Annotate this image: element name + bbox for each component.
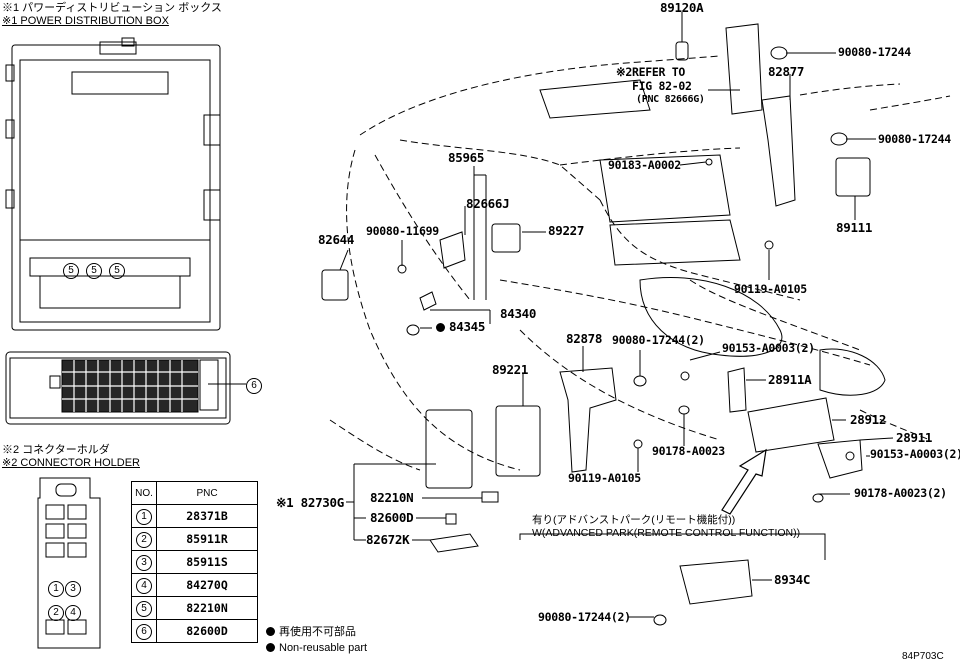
holder-num-3: 3 bbox=[65, 578, 81, 597]
dashboard-outline bbox=[329, 55, 951, 471]
table-header-row: NO. PNC bbox=[131, 481, 258, 505]
row-no: 2 bbox=[136, 531, 152, 548]
callout-5a: 5 bbox=[63, 260, 79, 279]
part-90080-17244-a[interactable]: 90080-17244 bbox=[838, 45, 911, 59]
part-90119-A0105-b[interactable]: 90119-A0105 bbox=[568, 471, 641, 485]
leader-lines bbox=[339, 12, 894, 618]
part-84345[interactable]: 84345 bbox=[436, 320, 485, 334]
part-28911[interactable]: 28911 bbox=[896, 430, 933, 445]
part-82672K[interactable]: 82672K bbox=[366, 532, 410, 547]
row-pnc: 82210N bbox=[156, 596, 258, 620]
row-pnc: 84270Q bbox=[156, 573, 258, 597]
holder-title-jp: ※2 コネクターホルダ bbox=[2, 444, 110, 456]
row-no: 6 bbox=[136, 623, 152, 640]
header-pnc: PNC bbox=[156, 481, 258, 505]
part-82666J[interactable]: 82666J bbox=[466, 196, 510, 211]
row-pnc: 85911R bbox=[156, 527, 258, 551]
part-82644[interactable]: 82644 bbox=[318, 232, 355, 247]
callout-6: 6 bbox=[246, 375, 262, 394]
part-90080-17244-2b[interactable]: 90080-17244(2) bbox=[538, 610, 631, 624]
connector-holder-drawing bbox=[37, 477, 101, 649]
part-89120A[interactable]: 89120A bbox=[660, 0, 704, 15]
part-90153-A0003-2b[interactable]: 90153-A0003(2) bbox=[870, 447, 960, 461]
non-reusable-icon bbox=[436, 323, 445, 332]
part-82877[interactable]: 82877 bbox=[768, 64, 805, 79]
row-pnc: 28371B bbox=[156, 504, 258, 528]
refer-line1[interactable]: ※2REFER TO bbox=[616, 65, 685, 79]
part-89111[interactable]: 89111 bbox=[836, 220, 873, 235]
part-28912[interactable]: 28912 bbox=[850, 412, 887, 427]
part-90183-A0002[interactable]: 90183-A0002 bbox=[608, 158, 681, 172]
part-82878[interactable]: 82878 bbox=[566, 331, 603, 346]
part-90178-A0023[interactable]: 90178-A0023 bbox=[652, 444, 725, 458]
part-8934C[interactable]: 8934C bbox=[774, 572, 811, 587]
part-82730G[interactable]: ※1 82730G bbox=[276, 495, 344, 510]
figure-code: 84P703C bbox=[902, 651, 944, 662]
row-no: 5 bbox=[136, 600, 152, 617]
row-no: 4 bbox=[136, 577, 152, 594]
adv-park-en: W(ADVANCED PARK(REMOTE CONTROL FUNCTION)… bbox=[532, 527, 801, 539]
power-distribution-box-drawing bbox=[5, 37, 221, 331]
part-90178-A0023-2[interactable]: 90178-A0023(2) bbox=[854, 486, 947, 500]
part-90119-A0105-a[interactable]: 90119-A0105 bbox=[734, 282, 807, 296]
row-no: 1 bbox=[136, 508, 152, 525]
relay-block-drawing bbox=[5, 351, 246, 425]
part-89221[interactable]: 89221 bbox=[492, 362, 529, 377]
bullet-icon bbox=[266, 643, 275, 652]
bullet-icon bbox=[266, 627, 275, 636]
row-pnc: 85911S bbox=[156, 550, 258, 574]
legend-en: Non-reusable part bbox=[266, 643, 367, 654]
callout-5c: 5 bbox=[109, 260, 125, 279]
part-82210N[interactable]: 82210N bbox=[370, 490, 414, 505]
holder-num-2: 2 bbox=[48, 602, 64, 621]
holder-num-1: 1 bbox=[48, 578, 64, 597]
big-arrow bbox=[721, 448, 767, 515]
part-82600D[interactable]: 82600D bbox=[370, 510, 414, 525]
refer-line2[interactable]: FIG 82-02 bbox=[632, 79, 692, 93]
part-90080-17244-2[interactable]: 90080-17244(2) bbox=[612, 333, 705, 347]
part-89227[interactable]: 89227 bbox=[548, 223, 585, 238]
part-90080-11699[interactable]: 90080-11699 bbox=[366, 224, 439, 238]
pdb-title-en: ※1 POWER DISTRIBUTION BOX bbox=[2, 15, 169, 27]
part-90153-A0003-2a[interactable]: 90153-A0003(2) bbox=[722, 341, 815, 355]
part-85965[interactable]: 85965 bbox=[448, 150, 485, 165]
part-28911A[interactable]: 28911A bbox=[768, 372, 812, 387]
adv-park-jp: 有り(アドバンストパーク(リモート機能付)) bbox=[532, 514, 736, 526]
header-no: NO. bbox=[131, 481, 157, 505]
refer-line3: (PNC 82666G) bbox=[636, 94, 705, 105]
dashboard-solid bbox=[539, 79, 886, 396]
row-no: 3 bbox=[136, 554, 152, 571]
holder-title-en: ※2 CONNECTOR HOLDER bbox=[2, 457, 140, 469]
holder-num-4: 4 bbox=[65, 602, 81, 621]
part-84340[interactable]: 84340 bbox=[500, 306, 537, 321]
callout-5b: 5 bbox=[86, 260, 102, 279]
row-pnc: 82600D bbox=[156, 619, 258, 643]
part-90080-17244-b[interactable]: 90080-17244 bbox=[878, 132, 951, 146]
legend-jp: 再使用不可部品 bbox=[266, 627, 356, 638]
part-shapes bbox=[321, 23, 871, 626]
pdb-title-jp: ※1 パワーディストリビューション ボックス bbox=[2, 2, 222, 14]
